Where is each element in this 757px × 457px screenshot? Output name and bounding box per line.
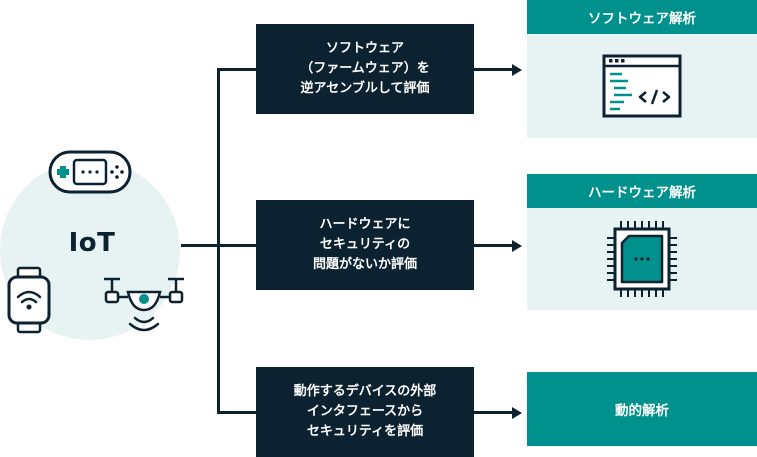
- arrow-line-3: [474, 411, 514, 414]
- chip-icon: [607, 221, 677, 297]
- stage-line: インタフェースから: [306, 404, 424, 419]
- panel-body: [527, 208, 757, 310]
- panel-software-analysis: ソフトウェア解析: [527, 0, 757, 138]
- iot-label: IoT: [68, 228, 116, 258]
- arrowhead-3: [512, 406, 522, 419]
- stage-line: セキュリティを評価: [306, 424, 424, 439]
- arrowhead-1: [512, 63, 522, 76]
- panel-hardware-analysis: ハードウェア解析: [527, 174, 757, 310]
- stage-line: 動作するデバイスの外部: [293, 384, 437, 399]
- stage-line: 問題がないか評価: [312, 257, 417, 272]
- branch-bottom: [217, 411, 256, 414]
- arrow-line-1: [474, 68, 514, 71]
- stage-software: ソフトウェア （ファームウェア）を 逆アセンブルして評価: [256, 24, 474, 114]
- stage-line: （ファームウェア）を: [300, 61, 430, 76]
- panel-title: ハードウェア解析: [527, 174, 757, 208]
- panel-title: ソフトウェア解析: [527, 0, 757, 34]
- code-window-icon: [602, 54, 682, 118]
- stage-line: ハードウェアに: [319, 217, 411, 232]
- drone-icon: [104, 277, 184, 332]
- panel-dynamic-analysis: 動的解析: [527, 372, 757, 446]
- game-controller-icon: [48, 150, 132, 194]
- branch-vertical: [217, 68, 220, 413]
- stage-hardware: ハードウェアに セキュリティの 問題がないか評価: [256, 200, 474, 290]
- arrow-line-2: [474, 244, 514, 247]
- branch-top: [217, 68, 256, 71]
- arrowhead-2: [512, 239, 522, 252]
- stage-line: セキュリティの: [319, 237, 411, 252]
- stage-line: ソフトウェア: [325, 41, 404, 56]
- stage-line: 逆アセンブルして評価: [300, 81, 430, 96]
- smartwatch-icon: [7, 266, 51, 334]
- stage-dynamic: 動作するデバイスの外部 インタフェースから セキュリティを評価: [256, 367, 474, 457]
- panel-body: [527, 34, 757, 138]
